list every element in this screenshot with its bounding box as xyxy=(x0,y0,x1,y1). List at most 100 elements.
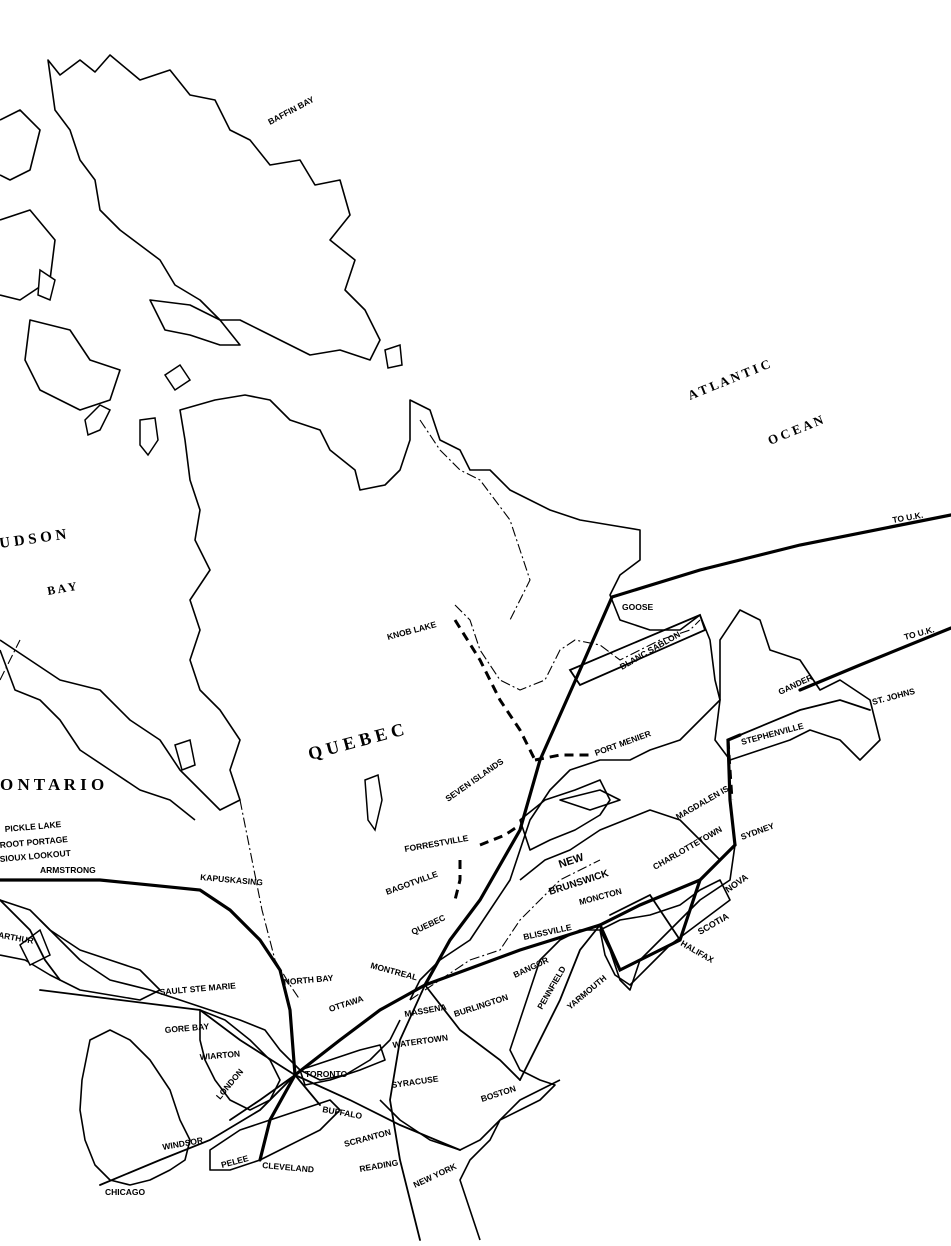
label-sydney: SYDNEY xyxy=(739,820,776,841)
label-bagotville: BAGOTVILLE xyxy=(384,869,439,897)
route-boston-halifax xyxy=(519,924,601,1081)
label-toronto: TORONTO xyxy=(305,1069,348,1079)
nova-scotia xyxy=(599,879,731,986)
lake-superior xyxy=(0,899,161,1001)
label-pennfield: PENNFIELD xyxy=(535,964,568,1011)
region-ocean: O C E A N xyxy=(766,412,826,448)
lake-michigan xyxy=(79,1029,191,1186)
label-goose: GOOSE xyxy=(622,602,654,612)
region-baffin-bay: BAFFIN BAY xyxy=(266,94,316,127)
region-hudson-bay-1: U D S O N xyxy=(0,527,68,552)
ontario-quebec-border xyxy=(239,799,301,1001)
dashed-sydney xyxy=(726,739,734,801)
region-nova-scotia-2: SCOTIA xyxy=(696,911,731,937)
dashed-bagotville xyxy=(453,860,462,901)
route-halifax-moncton xyxy=(609,893,681,941)
label-blissville: BLISSVILLE xyxy=(522,922,572,942)
lake-6 xyxy=(384,343,403,369)
label-gore-bay: GORE BAY xyxy=(164,1021,210,1035)
label-moncton: MONCTON xyxy=(578,886,623,907)
label-north-bay: NORTH BAY xyxy=(283,973,334,987)
route-montreal-sydney xyxy=(423,843,737,987)
label-ottawa: OTTAWA xyxy=(328,993,365,1014)
region-nova-scotia-1: NOVA xyxy=(723,872,750,895)
route-goose-uk xyxy=(610,513,951,599)
lake-1 xyxy=(84,404,112,437)
quebec-coast xyxy=(0,394,721,1001)
labrador-border xyxy=(454,604,701,691)
island-north-1 xyxy=(149,299,241,346)
label-syracuse: SYRACUSE xyxy=(391,1073,439,1090)
lake-7 xyxy=(163,363,192,392)
route-sydney-stephenville xyxy=(726,733,742,847)
route-gander-uk xyxy=(798,626,951,692)
label-massena: MASSENA xyxy=(404,1002,448,1019)
gaspe-peninsula xyxy=(519,779,611,851)
region-hudson-bay-2: B A Y xyxy=(46,579,78,598)
route-port-arthur xyxy=(0,899,61,981)
hudson-bay-coast-west xyxy=(0,649,196,821)
label-wiarton: WIARTON xyxy=(199,1049,240,1062)
label-burlington: BURLINGTON xyxy=(453,992,510,1019)
route-sault xyxy=(39,989,296,1076)
label-montreal: MONTREAL xyxy=(369,960,418,982)
baffin-island-coast xyxy=(47,54,381,361)
lake-huron xyxy=(199,1009,281,1111)
route-montreal-newyork xyxy=(389,984,426,1241)
lake-erie xyxy=(209,1099,341,1171)
anticosti xyxy=(559,789,621,811)
coastlines xyxy=(0,54,881,1241)
labrador-north xyxy=(419,419,531,621)
region-labels: U D S O N B A Y BAFFIN BAY A T L A N T I… xyxy=(0,94,826,937)
label-magdalen: MAGDALEN IS xyxy=(674,783,731,822)
dashed-port-menier xyxy=(534,753,590,762)
label-armstrong: ARMSTRONG xyxy=(40,865,96,875)
label-chicago: CHICAGO xyxy=(105,1187,146,1197)
east-coast-us xyxy=(379,1079,561,1151)
west-islands xyxy=(0,109,121,411)
label-bangor: BANGOR xyxy=(512,955,550,980)
lake-3 xyxy=(364,773,383,832)
label-seven-islands: SEVEN ISLANDS xyxy=(443,756,505,804)
label-gander: GANDER xyxy=(777,672,815,697)
lake-2 xyxy=(139,417,159,457)
label-knob-lake: KNOB LAKE xyxy=(386,619,438,642)
lake-5 xyxy=(37,268,56,302)
us-canada-east xyxy=(409,859,601,1001)
label-boston: BOSTON xyxy=(480,1083,518,1104)
route-montreal-toronto xyxy=(293,983,427,1077)
region-quebec: Q U E B E C xyxy=(306,719,406,764)
route-chicago-windsor xyxy=(99,1074,296,1186)
label-watertown: WATERTOWN xyxy=(392,1032,449,1050)
west-border xyxy=(0,639,21,681)
route-stephenville-stjohns xyxy=(739,699,871,736)
lakes xyxy=(19,268,403,967)
routes xyxy=(0,513,951,1241)
label-scranton: SCRANTON xyxy=(343,1127,392,1149)
great-lakes-outline xyxy=(39,919,401,1081)
label-new-york: NEW YORK xyxy=(412,1161,459,1190)
label-windsor: WINDSOR xyxy=(162,1135,204,1152)
label-forrestville: FORRESTVILLE xyxy=(404,833,470,854)
route-goose-montreal xyxy=(423,595,614,987)
route-london-windsor xyxy=(229,1074,296,1121)
route-buffalo xyxy=(294,1074,321,1106)
route-montreal-boston xyxy=(424,984,521,1081)
region-ontario: O N T A R I O xyxy=(0,775,104,794)
region-atlantic: A T L A N T I C xyxy=(686,356,773,403)
route-ontario-trunk xyxy=(0,878,297,1077)
label-charlottetown: CHARLOTTETOWN xyxy=(651,824,724,872)
label-reading: READING xyxy=(359,1157,400,1174)
label-sioux-lookout: SIOUX LOOKOUT xyxy=(0,848,72,864)
dashed-knob-lake xyxy=(453,619,537,761)
dashed-forrestville xyxy=(479,823,521,847)
lake-8 xyxy=(174,739,196,771)
city-labels: TO U.K. TO U.K. GOOSE KNOB LAKE BLANC SA… xyxy=(0,510,935,1197)
label-cleveland: CLEVELAND xyxy=(262,1160,315,1174)
route-blanc-sablon-outline xyxy=(568,613,707,687)
label-buffalo: BUFFALO xyxy=(322,1104,364,1121)
borders xyxy=(0,419,701,1001)
route-nova-scotia xyxy=(598,878,702,973)
label-halifax: HALIFAX xyxy=(679,938,716,965)
